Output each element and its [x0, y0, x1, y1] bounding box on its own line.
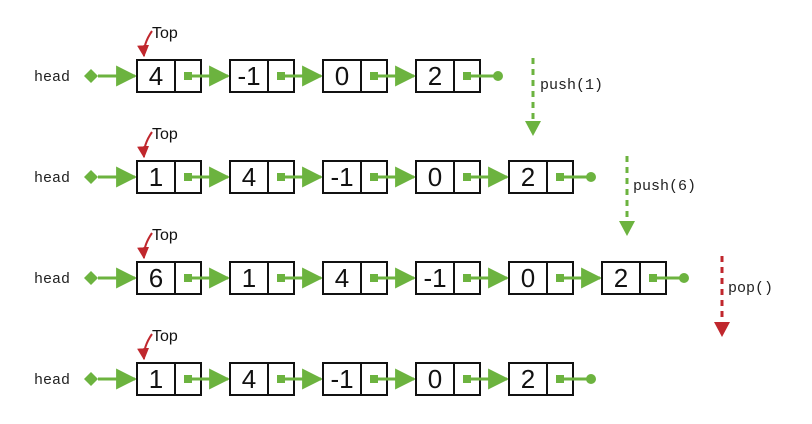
node-value: 4 — [149, 61, 163, 91]
arrow-down-icon — [525, 121, 541, 136]
green-square-icon — [649, 274, 657, 282]
list-row: head Top 4 -1 0 2 — [34, 25, 503, 93]
green-square-icon — [277, 72, 285, 80]
green-square-icon — [370, 72, 378, 80]
node-value: 4 — [242, 162, 256, 192]
green-square-icon — [556, 375, 564, 383]
top-pointer-arrow — [137, 131, 153, 159]
head-label: head — [34, 271, 70, 288]
push-label: push(1) — [540, 77, 603, 94]
list-node: -1 — [415, 261, 510, 295]
arrow-down-icon — [714, 322, 730, 337]
green-square-icon — [463, 173, 471, 181]
green-square-icon — [370, 274, 378, 282]
green-circle-icon — [586, 172, 596, 182]
top-pointer-arrow — [137, 333, 153, 361]
node-value: 1 — [149, 162, 163, 192]
green-square-icon — [463, 72, 471, 80]
list-node: 4 — [229, 160, 324, 194]
top-pointer-arrow — [137, 232, 153, 260]
arrow-down-icon — [619, 221, 635, 236]
green-square-icon — [184, 72, 192, 80]
list-node: 0 — [322, 59, 417, 93]
head-label: head — [34, 170, 70, 187]
green-circle-icon — [493, 71, 503, 81]
top-label: Top — [152, 25, 178, 42]
node-value: 0 — [428, 162, 442, 192]
node-value: 1 — [149, 364, 163, 394]
list-node: 2 — [508, 362, 596, 396]
green-square-icon — [463, 375, 471, 383]
list-node: -1 — [322, 160, 417, 194]
list-node: 2 — [601, 261, 689, 295]
list-node: 2 — [508, 160, 596, 194]
green-square-icon — [556, 173, 564, 181]
list-node: 1 — [229, 261, 324, 295]
pop-operation: pop() — [714, 256, 773, 337]
node-value: 0 — [521, 263, 535, 293]
node-value: 0 — [335, 61, 349, 91]
node-value: 2 — [428, 61, 442, 91]
list-node: 6 — [136, 261, 231, 295]
list-row: head Top 1 4 -1 0 2 — [34, 328, 596, 396]
green-square-icon — [277, 375, 285, 383]
list-node: 4 — [229, 362, 324, 396]
green-circle-icon — [679, 273, 689, 283]
head-label: head — [34, 69, 70, 86]
green-diamond-icon — [84, 69, 98, 83]
node-value: 1 — [242, 263, 256, 293]
list-row: head Top 6 1 4 -1 0 2 — [34, 227, 689, 295]
green-square-icon — [463, 274, 471, 282]
green-square-icon — [184, 173, 192, 181]
list-node: 4 — [322, 261, 417, 295]
list-node: 0 — [415, 362, 510, 396]
node-value: 2 — [521, 364, 535, 394]
top-pointer-arrow — [137, 30, 153, 58]
push-operation: push(6) — [619, 156, 696, 236]
node-value: -1 — [330, 162, 353, 192]
list-node: -1 — [229, 59, 324, 93]
list-node: 1 — [136, 160, 231, 194]
green-diamond-icon — [84, 372, 98, 386]
green-diamond-icon — [84, 170, 98, 184]
green-diamond-icon — [84, 271, 98, 285]
top-label: Top — [152, 227, 178, 244]
green-square-icon — [556, 274, 564, 282]
push-operation: push(1) — [525, 58, 603, 136]
node-value: -1 — [423, 263, 446, 293]
green-square-icon — [184, 375, 192, 383]
node-value: -1 — [237, 61, 260, 91]
node-value: 4 — [335, 263, 349, 293]
list-node: 1 — [136, 362, 231, 396]
list-node: 0 — [508, 261, 603, 295]
node-value: -1 — [330, 364, 353, 394]
list-node: 0 — [415, 160, 510, 194]
node-value: 2 — [521, 162, 535, 192]
list-node: 4 — [136, 59, 231, 93]
push-label: push(6) — [633, 178, 696, 195]
top-label: Top — [152, 328, 178, 345]
green-circle-icon — [586, 374, 596, 384]
green-square-icon — [370, 173, 378, 181]
green-square-icon — [184, 274, 192, 282]
top-label: Top — [152, 126, 178, 143]
green-square-icon — [370, 375, 378, 383]
node-value: 4 — [242, 364, 256, 394]
list-node: -1 — [322, 362, 417, 396]
node-value: 6 — [149, 263, 163, 293]
pop-label: pop() — [728, 280, 773, 297]
list-node: 2 — [415, 59, 503, 93]
head-label: head — [34, 372, 70, 389]
node-value: 0 — [428, 364, 442, 394]
node-value: 2 — [614, 263, 628, 293]
green-square-icon — [277, 274, 285, 282]
operations: push(1) push(6) pop() — [525, 58, 773, 337]
green-square-icon — [277, 173, 285, 181]
list-row: head Top 1 4 -1 0 2 — [34, 126, 596, 194]
